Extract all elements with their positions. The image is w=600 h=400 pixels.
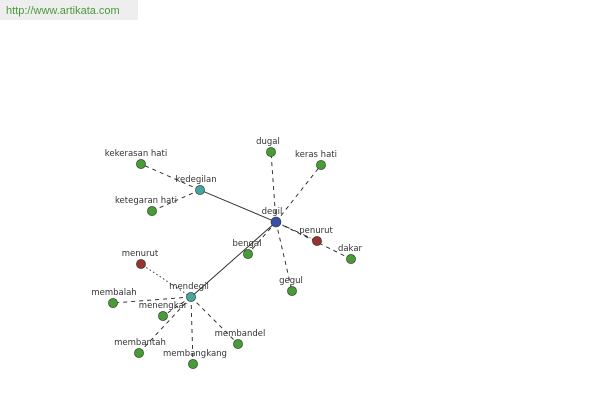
edge-mendegil-membalah [112,296,192,304]
node-membandel[interactable]: membandel [215,329,266,349]
node-dot-membandel[interactable] [233,339,243,349]
edge-degil-dugal [270,151,277,223]
node-membalah[interactable]: membalah [91,288,137,308]
node-keras-hati[interactable]: keras hati [295,150,337,170]
node-membantah[interactable]: membantah [114,338,166,358]
node-menengkar[interactable]: menengkar [139,301,188,321]
node-dot-degil[interactable] [270,216,282,228]
node-dot-dakar[interactable] [346,254,356,264]
node-dot-membangkang[interactable] [188,359,198,369]
node-label-penurut[interactable]: penurut [299,226,333,236]
node-label-membantah[interactable]: membantah [114,338,166,348]
node-label-keras-hati[interactable]: keras hati [295,150,337,160]
node-label-membalah[interactable]: membalah [91,288,136,298]
edge-mendegil-membandel [190,296,239,345]
node-degil[interactable]: degil [262,207,283,228]
node-menurut[interactable]: menurut [122,249,159,269]
node-penurut[interactable]: penurut [299,226,333,246]
node-gegul[interactable]: gegul [279,276,303,296]
node-label-degil[interactable]: degil [262,207,283,217]
node-label-gegul[interactable]: gegul [279,276,303,286]
node-dot-membantah[interactable] [134,348,144,358]
edge-degil-mendegil [190,221,277,298]
edges-layer [112,151,352,365]
node-dot-gegul[interactable] [287,286,297,296]
node-dot-menengkar[interactable] [158,311,168,321]
node-label-kekerasan-hati[interactable]: kekerasan hati [105,149,167,159]
node-dot-dugal[interactable] [266,147,276,157]
node-label-dugal[interactable]: dugal [256,137,280,147]
nodes-layer: degil kedegilan mendegil dugal keras hati pen… [91,137,363,369]
url-header[interactable]: http://www.artikata.com [0,0,138,20]
node-dakar[interactable]: dakar [338,244,363,264]
edge-mendegil-menengkar [162,296,192,317]
node-dot-membalah[interactable] [108,298,118,308]
edge-degil-kedegilan [199,189,277,223]
node-kedegilan[interactable]: kedegilan [175,175,217,195]
node-dot-ketegaran-hati[interactable] [147,206,157,216]
node-dot-kekerasan-hati[interactable] [136,159,146,169]
edge-kedegilan-kekerasan-hati [140,163,201,191]
node-label-membangkang[interactable]: membangkang [163,349,227,359]
node-label-mendegil[interactable]: mendegil [169,282,209,292]
node-label-menurut[interactable]: menurut [122,249,159,259]
node-dot-keras-hati[interactable] [316,160,326,170]
edge-mendegil-menurut [140,263,192,298]
node-label-membandel[interactable]: membandel [215,329,266,339]
node-label-dakar[interactable]: dakar [338,244,363,254]
node-label-bengal[interactable]: bengal [233,239,262,249]
node-dot-bengal[interactable] [243,249,253,259]
edge-kedegilan-ketegaran-hati [151,189,201,212]
node-bengal[interactable]: bengal [233,239,262,259]
edge-degil-keras-hati [275,164,322,223]
node-dot-penurut[interactable] [312,236,322,246]
node-membangkang[interactable]: membangkang [163,349,227,369]
node-dot-kedegilan[interactable] [195,185,205,195]
node-kekerasan-hati[interactable]: kekerasan hati [105,149,167,169]
node-label-kedegilan[interactable]: kedegilan [175,175,216,185]
edge-degil-gegul [275,221,293,292]
edge-degil-bengal [247,221,277,255]
node-dugal[interactable]: dugal [256,137,280,157]
edge-degil-penurut [275,221,318,242]
node-label-ketegaran-hati[interactable]: ketegaran hati [115,196,177,206]
node-mendegil[interactable]: mendegil [169,282,209,302]
node-dot-menurut[interactable] [136,259,146,269]
node-dot-mendegil[interactable] [186,292,196,302]
edge-mendegil-membangkang [190,296,194,365]
node-ketegaran-hati[interactable]: ketegaran hati [115,196,177,216]
node-label-menengkar[interactable]: menengkar [139,301,188,311]
